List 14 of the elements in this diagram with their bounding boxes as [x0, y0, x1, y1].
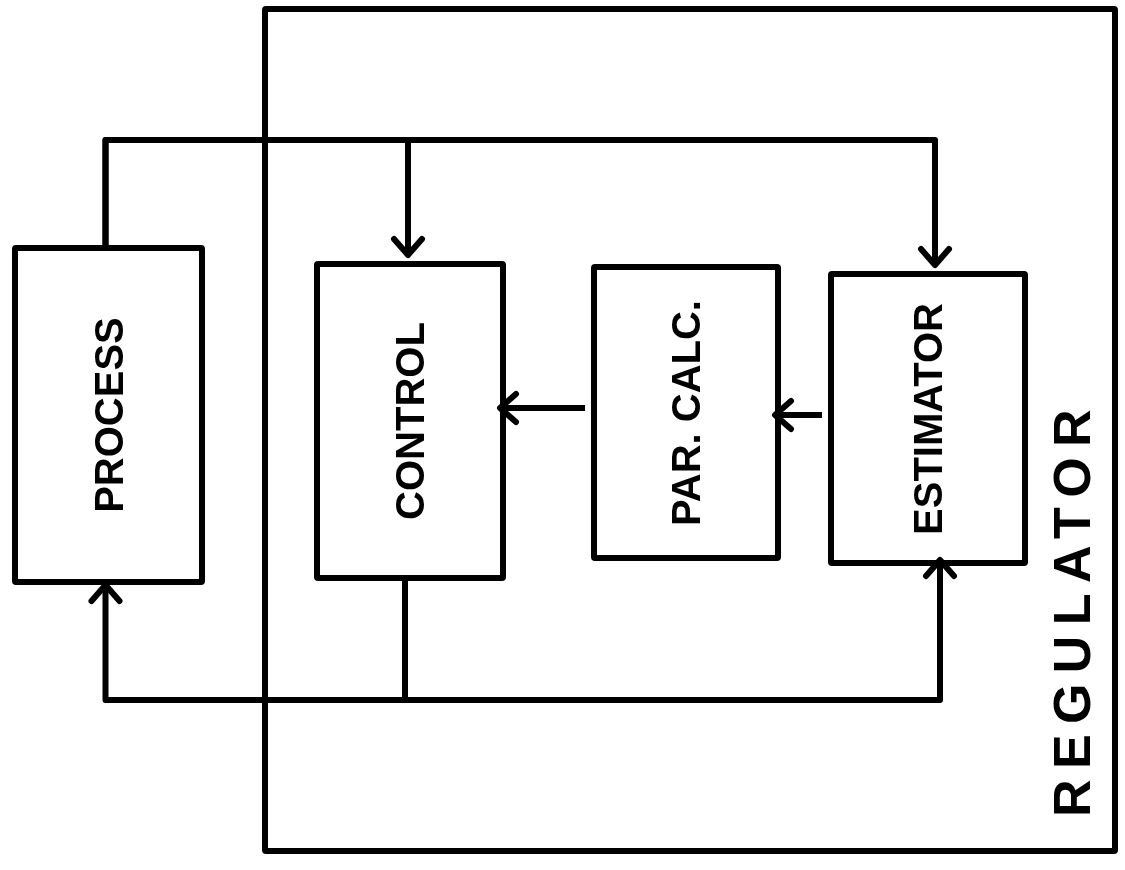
arrow: [102, 137, 952, 268]
arrow: [497, 391, 585, 425]
arrow: [772, 398, 822, 432]
container-box: [262, 6, 1118, 854]
arrow: [402, 557, 957, 703]
box-label: CONTROL: [390, 322, 430, 520]
process-box: [314, 261, 506, 581]
process-box: [591, 264, 781, 561]
process-box: [828, 271, 1028, 566]
container-label: REGULATOR: [1046, 398, 1098, 818]
box-label: PAR. CALC.: [666, 299, 706, 526]
process-box: [12, 245, 205, 585]
box-label: PROCESS: [88, 317, 129, 513]
box-label: ESTIMATOR: [908, 302, 948, 535]
